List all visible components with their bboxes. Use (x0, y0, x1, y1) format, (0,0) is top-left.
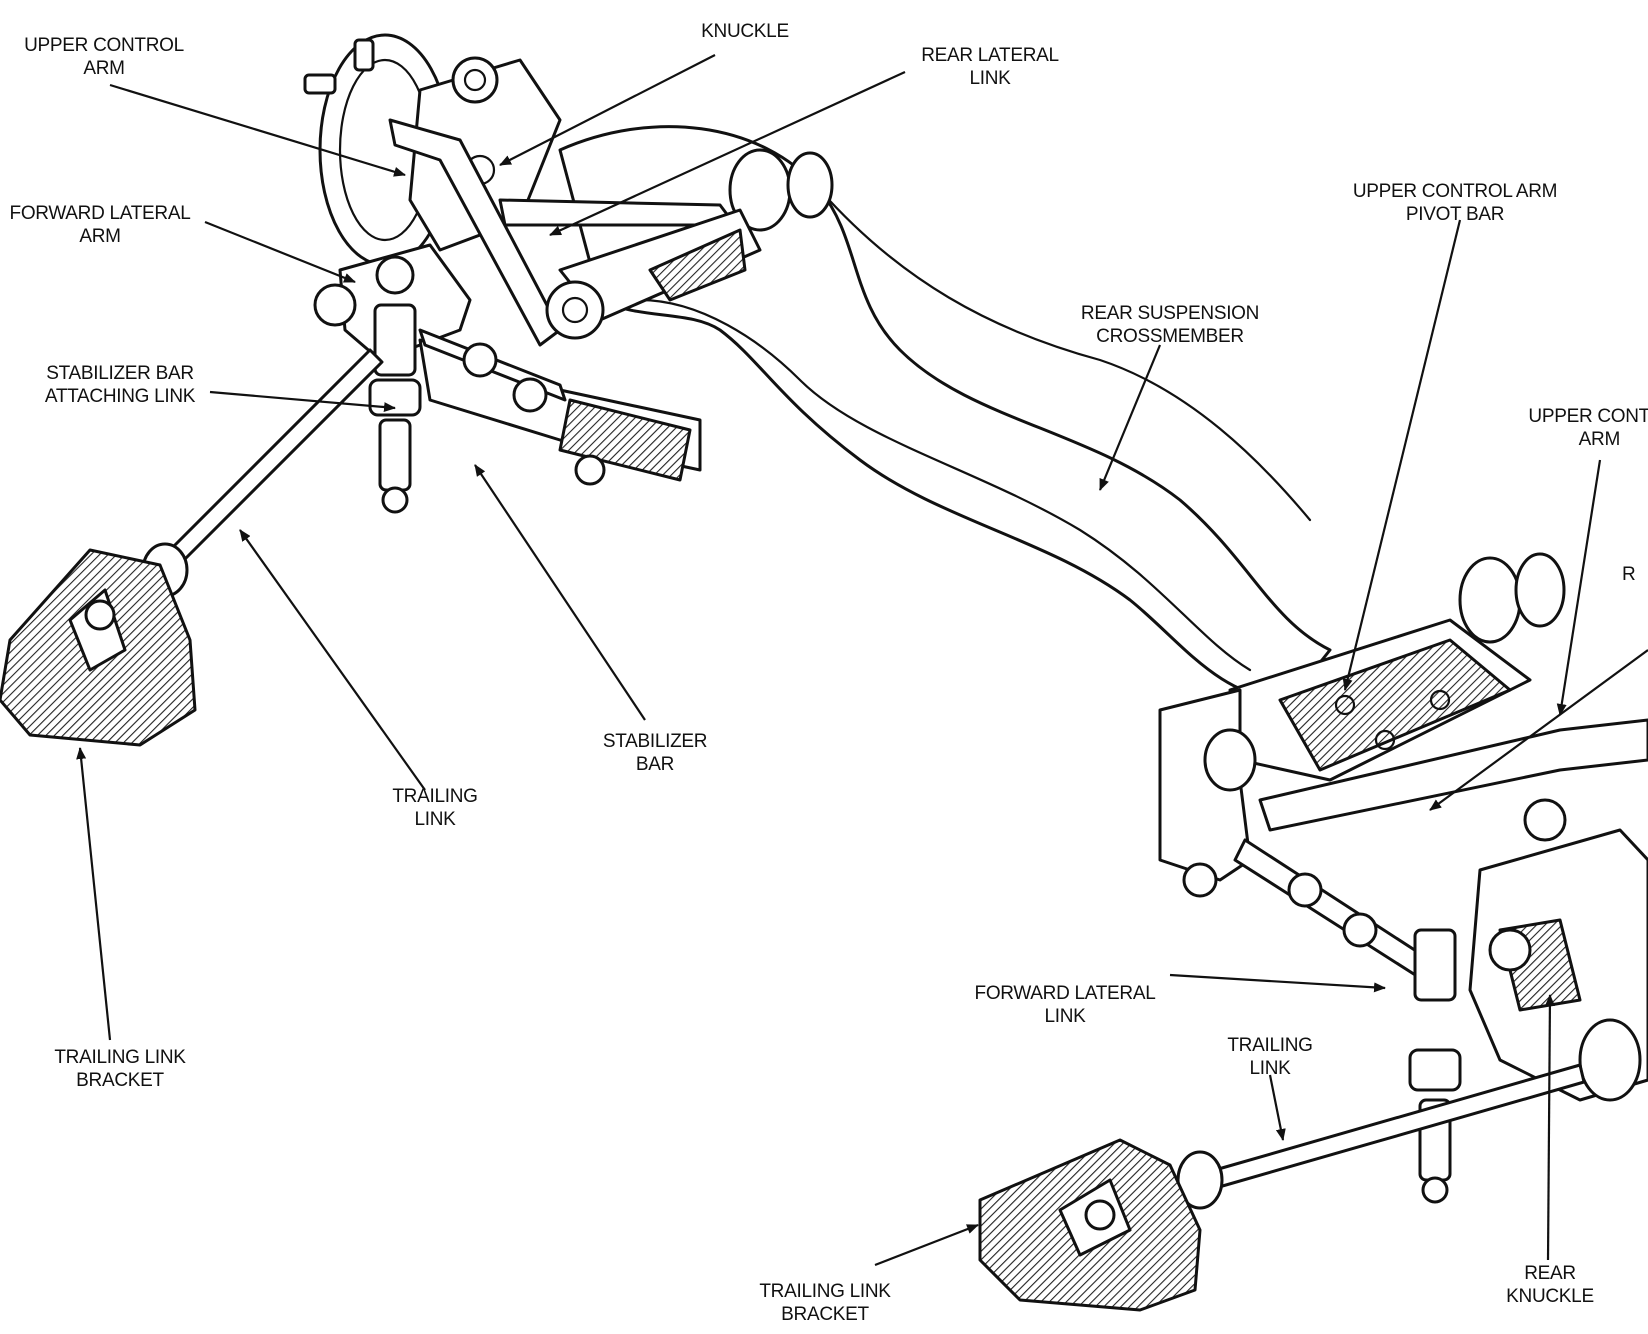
label-partial-r: R (1622, 564, 1636, 585)
left-hub-assembly (303, 33, 834, 514)
label-knuckle: KNUCKLE (701, 21, 789, 42)
right-trailing-link (978, 1063, 1586, 1312)
crossmember-shape (558, 125, 1332, 702)
leader-lines (76, 54, 1648, 1267)
right-hub-assembly (1158, 552, 1648, 1204)
left-trailing-link (0, 348, 384, 747)
